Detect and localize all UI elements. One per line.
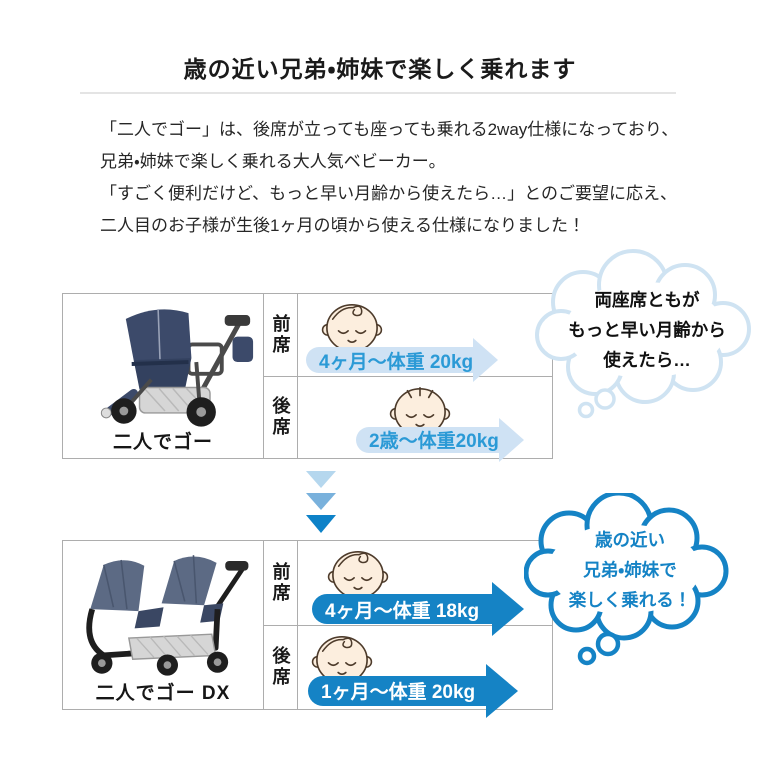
right-arrow-icon: [473, 338, 499, 382]
age-range-text: 1ヶ月〜体重 20kg: [308, 675, 486, 706]
stroller-image-futari-de-go-dx: [86, 555, 249, 676]
thought-text: 歳の近い 兄弟・姉妹で 楽しく乗れる！: [524, 525, 736, 615]
title-divider: [80, 92, 676, 94]
down-chevron-icon: [306, 471, 336, 488]
intro-line: 兄弟・姉妹で楽しく乗れる大人気ベビーカー。: [100, 152, 446, 171]
intro-line: 「二人でゴー」は、後席が立っても座っても乗れる2way仕様になっており、: [100, 120, 679, 139]
thought-bubble-request: 両座席ともが もっと早い月齢から 使えたら…: [533, 247, 760, 423]
page-title: 歳の近い兄弟・姉妹で楽しく乗れます: [183, 56, 577, 82]
product-name-new: 二人でゴー DX: [95, 683, 231, 704]
seat-rows: 前席 4ヶ月〜体重 18kg 後席 1ヶ月〜体重 20kg: [264, 541, 552, 718]
rear-seat-label: 後席: [270, 646, 291, 689]
front-seat-row: 前席 4ヶ月〜体重 20kg: [264, 294, 552, 382]
front-seat-label: 前席: [270, 313, 291, 356]
seat-cell: 前席: [264, 294, 298, 376]
age-range-text: 4ヶ月〜体重 20kg: [306, 347, 474, 373]
seat-cell: 前席: [264, 541, 298, 625]
triple-down-chevron-icon: [306, 471, 336, 538]
thought-line: もっと早い月齢から: [568, 320, 726, 340]
thought-bubble-icon: [535, 249, 751, 419]
down-chevron-icon: [306, 493, 336, 510]
rear-seat-row: 後席 2歳〜体重20kg: [264, 375, 552, 462]
product-name-current: 二人でゴー: [112, 432, 213, 453]
front-seat-range-cell: 4ヶ月〜体重 20kg: [298, 294, 552, 382]
age-range-text: 4ヶ月〜体重 18kg: [312, 594, 492, 624]
intro-paragraph: 「二人でゴー」は、後席が立っても座っても乗れる2way仕様になっており、 兄弟・…: [100, 114, 680, 242]
product-photo-cell: 二人でゴー: [63, 294, 264, 458]
right-arrow-icon: [498, 417, 524, 462]
age-range-text: 2歳〜体重20kg: [356, 426, 499, 453]
front-seat-range-cell: 4ヶ月〜体重 18kg: [298, 541, 552, 636]
right-arrow-icon: [492, 582, 524, 636]
front-seat-label: 前席: [270, 561, 291, 604]
thought-bubble-icon: [524, 493, 729, 666]
thought-line: 歳の近い: [595, 530, 665, 550]
stroller-image-futari-de-go: [100, 309, 254, 427]
right-arrow-icon: [486, 663, 518, 718]
product-photo-cell: 二人でゴー DX: [63, 541, 264, 709]
thought-bubble-benefit: 歳の近い 兄弟・姉妹で 楽しく乗れる！: [524, 493, 736, 671]
down-chevron-icon: [306, 515, 336, 533]
seat-cell: 後席: [264, 625, 298, 709]
age-range-arrow: 4ヶ月〜体重 20kg: [306, 338, 499, 382]
thought-line: 兄弟・姉妹で: [583, 560, 677, 580]
intro-line: 「すごく便利だけど、もっと早い月齢から使えたら…」とのご要望に応え、: [100, 184, 677, 203]
spec-table-new-model: 二人でゴー DX 前席 4ヶ月〜体重 18kg 後席: [62, 540, 553, 718]
thought-line: 使えたら…: [603, 350, 691, 370]
rear-seat-row: 後席 1ヶ月〜体重 20kg: [264, 624, 552, 718]
rear-seat-range-cell: 2歳〜体重20kg: [298, 377, 552, 462]
age-range-arrow: 2歳〜体重20kg: [356, 417, 524, 462]
rear-seat-range-cell: 1ヶ月〜体重 20kg: [298, 626, 552, 718]
seat-rows: 前席 4ヶ月〜体重 20kg 後席 2歳〜体重20kg: [264, 294, 552, 462]
seat-cell: 後席: [264, 376, 298, 458]
intro-line: 二人目のお子様が生後1ヶ月の頃から使える仕様になりました！: [100, 216, 585, 235]
spec-table-current-model: 二人でゴー 前席 4ヶ月〜体重 20kg 後席: [62, 293, 553, 462]
thought-line: 楽しく乗れる！: [568, 590, 692, 610]
rear-seat-label: 後席: [270, 396, 291, 439]
thought-text: 両座席ともが もっと早い月齢から 使えたら…: [533, 285, 760, 375]
age-range-arrow: 1ヶ月〜体重 20kg: [308, 663, 518, 718]
front-seat-row: 前席 4ヶ月〜体重 18kg: [264, 541, 552, 636]
thought-line: 両座席ともが: [594, 290, 700, 310]
age-range-arrow: 4ヶ月〜体重 18kg: [312, 582, 524, 636]
